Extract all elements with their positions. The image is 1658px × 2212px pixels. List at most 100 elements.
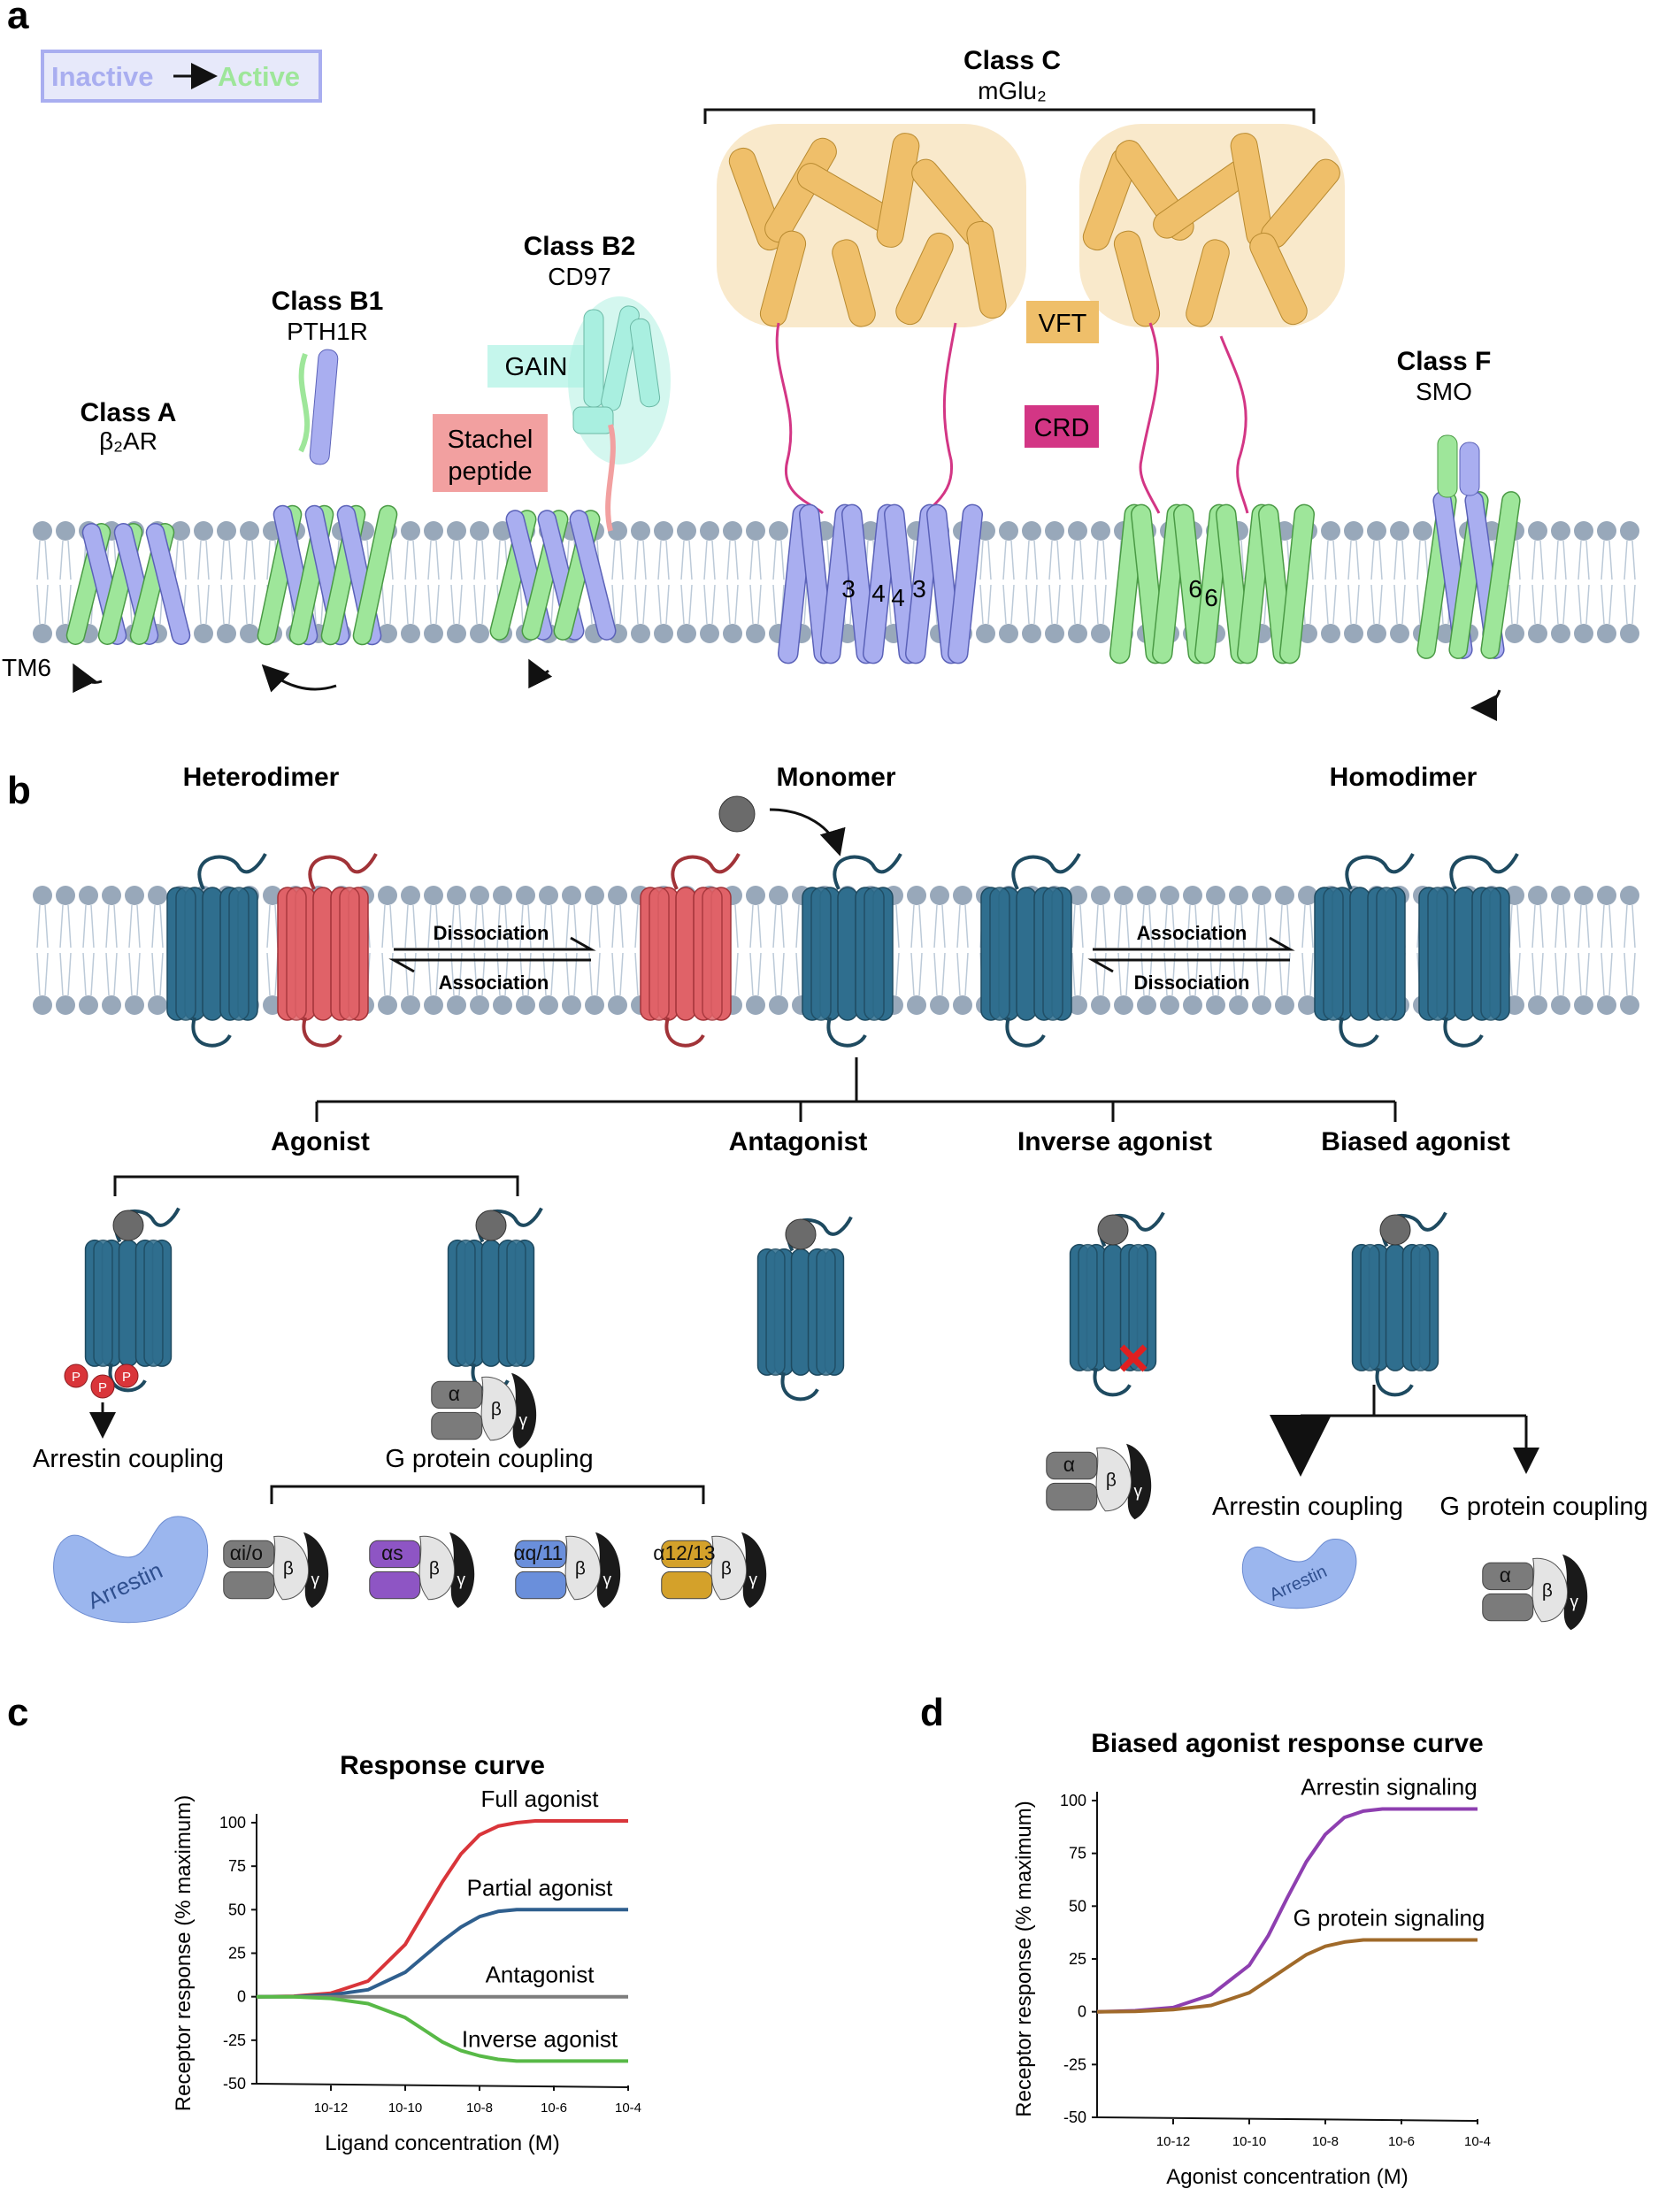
lipid-tail bbox=[59, 540, 64, 580]
series-label: Antagonist bbox=[486, 1962, 595, 1988]
stachel-label-1: Stachel bbox=[448, 426, 533, 454]
lipid-tail bbox=[634, 904, 639, 949]
lipid-tail bbox=[220, 540, 225, 580]
inverse-agonist-title: Inverse agonist bbox=[1017, 1127, 1212, 1156]
homodimer-receptor-1 bbox=[1314, 853, 1415, 1048]
dissociation-label-left: Dissociation bbox=[434, 922, 549, 944]
x-axis bbox=[256, 2083, 629, 2088]
ligand-type-tree bbox=[113, 1057, 1397, 1504]
lipid-tail bbox=[1623, 904, 1628, 949]
lipid-head bbox=[1551, 624, 1570, 643]
panel-b-receptors bbox=[84, 853, 1519, 1402]
lipid-head bbox=[1022, 521, 1041, 541]
lipid-head bbox=[1252, 995, 1271, 1015]
lipid-tail bbox=[542, 904, 547, 949]
lipid-tail bbox=[1585, 904, 1590, 949]
lipid-tail bbox=[67, 952, 72, 996]
lipid-tail bbox=[82, 952, 87, 996]
g-alpha-lower bbox=[661, 1571, 713, 1600]
lipid-head bbox=[999, 624, 1018, 643]
g-alpha-lower bbox=[223, 1571, 275, 1600]
lipid-tail bbox=[496, 904, 501, 949]
class-b1-title: Class B1 bbox=[272, 287, 384, 316]
lipid-tail bbox=[772, 952, 777, 996]
legend-inactive-active: Inactive Active bbox=[41, 50, 322, 103]
lipid-tail bbox=[895, 904, 900, 949]
lipid-head bbox=[1551, 886, 1570, 905]
lipid-head bbox=[999, 521, 1018, 541]
x-axis-label: Ligand concentration (M) bbox=[325, 2131, 559, 2155]
lipid-tail bbox=[734, 904, 739, 949]
g-protein: αβγ bbox=[1046, 1443, 1152, 1520]
lipid-head bbox=[79, 886, 98, 905]
lipid-tail bbox=[780, 952, 785, 996]
lipid-tail bbox=[1608, 904, 1613, 949]
lipid-head bbox=[1229, 995, 1248, 1015]
n-terminus bbox=[197, 853, 267, 890]
g-alpha-upper bbox=[369, 1540, 421, 1569]
lipid-head bbox=[562, 886, 581, 905]
lipid-tail bbox=[1531, 540, 1536, 580]
lipid-tail bbox=[1600, 904, 1605, 949]
n-terminus bbox=[1449, 853, 1519, 890]
lipid-head bbox=[217, 624, 236, 643]
g-beta-label: β bbox=[575, 1558, 586, 1578]
tm-helix bbox=[145, 523, 191, 645]
tm-helix bbox=[790, 1248, 811, 1376]
panel-label-a: a bbox=[7, 0, 29, 37]
y-tick-label: -25 bbox=[1063, 2055, 1086, 2073]
tm-helix bbox=[702, 887, 723, 1021]
lipid-tail bbox=[910, 952, 915, 996]
c-terminus bbox=[780, 1371, 819, 1402]
agonist-gprotein-receptor bbox=[447, 1207, 543, 1393]
lipid-head bbox=[1160, 995, 1179, 1015]
lipid-tail bbox=[36, 904, 41, 949]
lipid-head bbox=[1114, 886, 1133, 905]
crd-linker-3 bbox=[1139, 322, 1161, 514]
tm-helix bbox=[765, 1248, 786, 1376]
lipid-tail bbox=[1071, 904, 1076, 949]
ligand-binding-arrow bbox=[769, 808, 846, 856]
series-label: Full agonist bbox=[481, 1786, 600, 1812]
lipid-tail bbox=[1056, 540, 1061, 580]
panel-label-b: b bbox=[7, 769, 31, 812]
c-terminus bbox=[1005, 1017, 1046, 1048]
biased-agonist-receptor bbox=[1351, 1211, 1447, 1397]
lipid-tail bbox=[136, 952, 141, 996]
lipid-tail bbox=[734, 540, 739, 580]
lipid-tail bbox=[1094, 584, 1099, 625]
g-gamma-subunit bbox=[595, 1532, 621, 1609]
n-terminus bbox=[671, 853, 741, 890]
lipid-head bbox=[1390, 624, 1409, 643]
g-gamma-label: γ bbox=[519, 1412, 528, 1431]
x-axis-label: Agonist concentration (M) bbox=[1166, 2165, 1408, 2189]
lipid-tail bbox=[1347, 584, 1352, 625]
g-alpha-label: αi/o bbox=[230, 1541, 263, 1564]
tm-helix bbox=[1078, 1243, 1098, 1371]
lipid-tail bbox=[1332, 540, 1337, 580]
lipid-tail bbox=[90, 952, 95, 996]
lipid-tail bbox=[619, 952, 624, 996]
tm-helix bbox=[569, 510, 617, 641]
lipid-head bbox=[378, 886, 397, 905]
lipid-head bbox=[1620, 995, 1639, 1015]
lipid-tail bbox=[1217, 904, 1222, 949]
n-terminus bbox=[308, 853, 378, 890]
crd-linker-1 bbox=[775, 322, 825, 515]
lipid-tail bbox=[1309, 904, 1314, 949]
class-f-ecd bbox=[1437, 434, 1480, 498]
lipid-head bbox=[125, 995, 144, 1015]
lipid-head bbox=[470, 886, 489, 905]
tm-helix bbox=[456, 1239, 476, 1367]
lipid-tail bbox=[243, 584, 248, 625]
lipid-tail bbox=[1309, 952, 1314, 996]
lipid-tail bbox=[1079, 540, 1084, 580]
lipid-tail bbox=[59, 584, 64, 625]
equilibrium-left bbox=[388, 936, 596, 973]
lipid-tail bbox=[128, 904, 133, 949]
c-terminus bbox=[1443, 1017, 1484, 1048]
lipid-tail bbox=[1125, 904, 1130, 949]
lipid-head bbox=[1068, 521, 1087, 541]
y-tick-label: 100 bbox=[1060, 1792, 1086, 1809]
lipid-tail bbox=[82, 904, 87, 949]
